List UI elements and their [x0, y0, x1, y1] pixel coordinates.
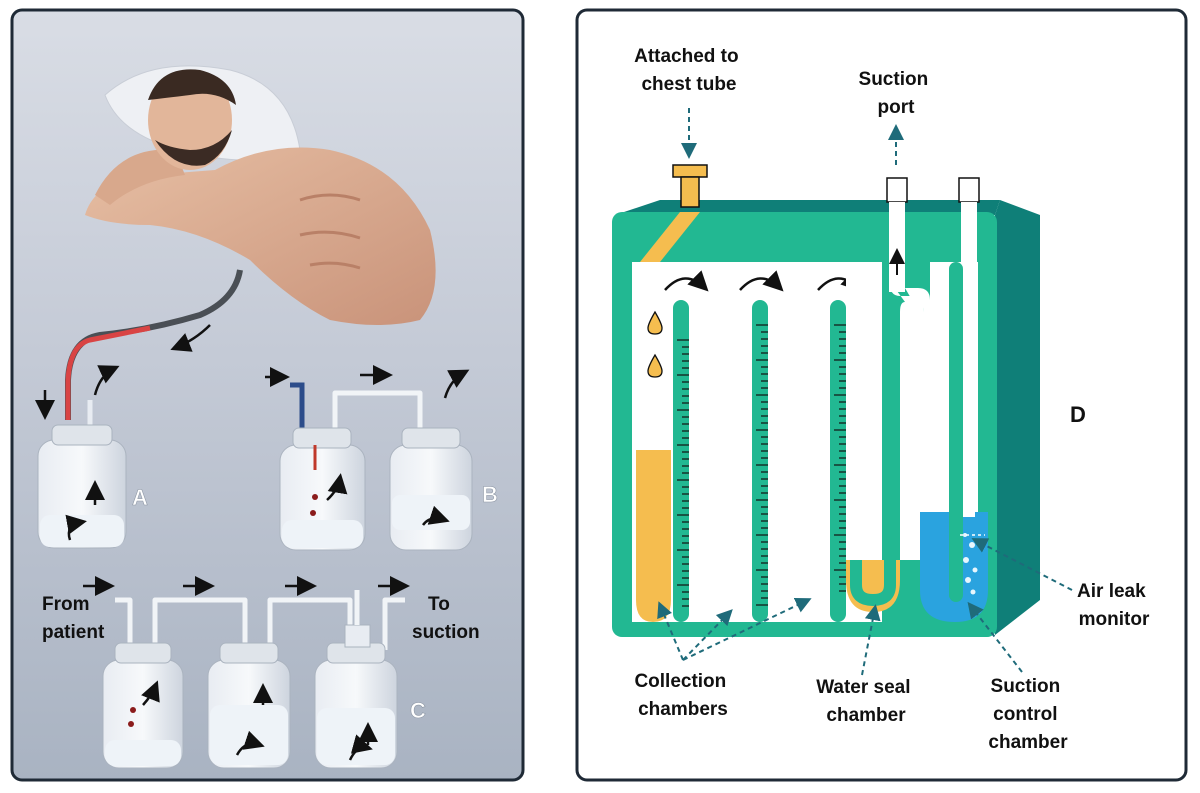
suction-port-label: Suction port: [859, 69, 934, 118]
fluid-drop: [647, 310, 663, 335]
air-leak-monitor-label: Air leak monitor: [1077, 581, 1151, 630]
suction-control-chamber-label: Suction control chamber: [988, 676, 1068, 753]
right-panel: Attached to chest tube Suction port: [575, 8, 1188, 782]
overflow-arrow: [664, 270, 709, 292]
system-letter-a: A: [132, 485, 148, 510]
patient-figure: [85, 69, 436, 325]
fluid-drop: [647, 353, 663, 378]
divider: [673, 300, 689, 622]
to-suction-label: To suction: [412, 594, 480, 643]
inlet-channel: [640, 212, 700, 262]
system-c: From patient To suction: [42, 576, 480, 769]
graduation-scale: [677, 339, 689, 607]
system-b: B: [265, 365, 498, 551]
suction-port: [886, 177, 908, 203]
water-seal-chamber-label: Water seal chamber: [816, 677, 916, 726]
collected-fluid: [636, 450, 671, 622]
graduation-scale: [756, 324, 768, 606]
collection-chambers-label: Collection chambers: [634, 671, 731, 720]
atmospheric-vent: [958, 177, 980, 203]
air-inlet-tube: [949, 262, 963, 602]
callouts: [657, 538, 1073, 676]
divider: [752, 300, 768, 622]
overflow-arrow: [739, 270, 784, 292]
divider: [830, 300, 846, 622]
flow-arrow: [443, 369, 470, 399]
suction-port-channel: [889, 202, 905, 292]
system-a: A: [35, 365, 148, 549]
from-patient-label: From patient: [42, 594, 105, 643]
unit-side-face: [995, 200, 1040, 635]
system-letter-b: B: [482, 482, 498, 507]
flow-arrow: [170, 324, 211, 352]
inlet-connector: [680, 176, 700, 208]
left-panel: A B Fro: [10, 8, 525, 782]
inlet-tube-blue: [290, 382, 305, 430]
panel-letter-d: D: [1070, 402, 1086, 427]
u-connector: [889, 280, 924, 560]
flow-arrow: [93, 365, 120, 396]
drainage-tube-red: [65, 325, 151, 420]
air-bubbles: [963, 533, 978, 595]
attached-to-chest-tube-label: Attached to chest tube: [634, 46, 744, 95]
system-letter-c: C: [410, 698, 426, 723]
inlet-cap: [672, 164, 708, 178]
drainage-unit: [612, 164, 1040, 637]
graduation-scale: [834, 324, 846, 592]
